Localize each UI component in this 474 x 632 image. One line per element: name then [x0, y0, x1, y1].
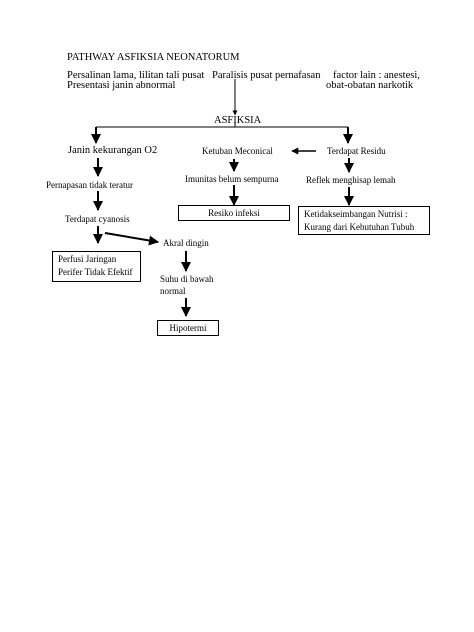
box-resiko-infeksi: Resiko infeksi	[178, 205, 290, 221]
cause-left-line1: Persalinan lama, lilitan tali pusat	[67, 70, 205, 81]
node-terdapat-residu: Terdapat Residu	[327, 146, 386, 156]
node-pernapasan-tidak-teratur: Pernapasan tidak teratur	[46, 180, 133, 190]
center-node-asfiksia: ASFIKSIA	[214, 115, 262, 126]
node-suhu-line1: Suhu di bawah	[160, 274, 214, 284]
cause-left-line2: Presentasi janin abnormal	[67, 80, 176, 91]
box-resiko-infeksi-label: Resiko infeksi	[208, 208, 260, 218]
box-hipotermi-label: Hipotermi	[169, 323, 207, 333]
box-perfusi-jaringan: Perfusi Jaringan Perifer Tidak Efektif	[52, 251, 141, 282]
box-nutrisi: Ketidakseimbangan Nutrisi : Kurang dari …	[298, 206, 430, 235]
cause-right-line1: factor lain : anestesi,	[333, 70, 420, 81]
page-title: PATHWAY ASFIKSIA NEONATORUM	[67, 52, 240, 63]
box-perfusi-line2: Perifer Tidak Efektif	[58, 267, 133, 278]
box-nutrisi-line2: Kurang dari Kebutuhan Tubuh	[304, 222, 415, 233]
node-reflek-menghisap-lemah: Reflek menghisap lemah	[306, 175, 396, 185]
cause-right-line2: obat-obatan narkotik	[326, 80, 414, 91]
node-ketuban-meconical: Ketuban Meconical	[202, 146, 273, 156]
cause-middle: Paralisis pusat pernafasan	[212, 70, 321, 81]
arrow-cyanosis-to-akral	[104, 232, 159, 246]
node-terdapat-cyanosis: Terdapat cyanosis	[65, 214, 130, 224]
node-suhu-line2: normal	[160, 286, 186, 296]
node-janin-kekurangan-o2: Janin kekurangan O2	[68, 145, 158, 156]
box-hipotermi: Hipotermi	[157, 320, 219, 336]
box-perfusi-line1: Perfusi Jaringan	[58, 254, 117, 264]
node-imunitas-belum-sempurna: Imunitas belum sempurna	[185, 174, 279, 184]
node-akral-dingin: Akral dingin	[163, 238, 209, 248]
box-nutrisi-line1: Ketidakseimbangan Nutrisi :	[304, 209, 408, 219]
